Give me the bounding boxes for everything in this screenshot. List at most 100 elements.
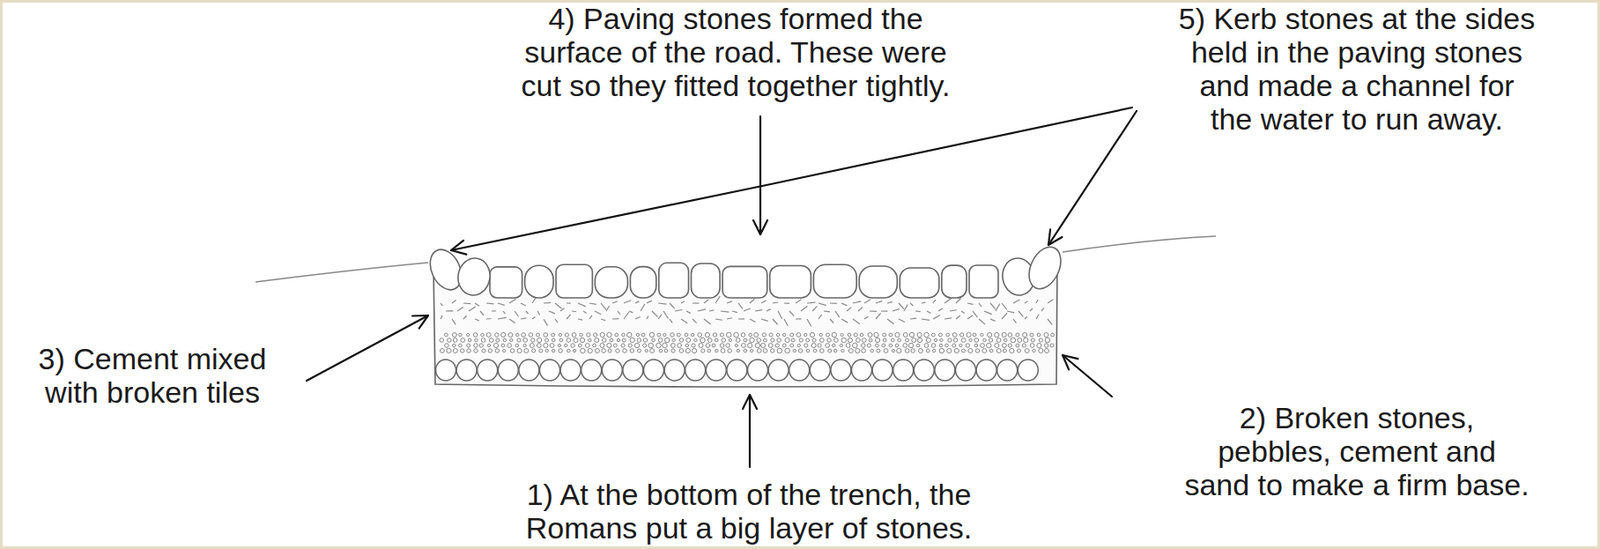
tile-fragment [990, 318, 996, 321]
pebble [440, 348, 445, 354]
tile-fragment [583, 311, 587, 313]
pebble [804, 343, 808, 348]
pebble [748, 333, 753, 337]
pebble [852, 342, 859, 349]
pebble [741, 343, 747, 349]
foundation-stone [601, 359, 623, 381]
tile-fragment [766, 309, 771, 312]
pebble [537, 337, 542, 342]
tile-fragment [537, 311, 541, 315]
tile-fragment [525, 311, 529, 314]
tile-fragment [566, 302, 571, 304]
tile-fragment [761, 318, 769, 321]
callout-text: 3) Cement mixed with broken tiles [7, 341, 298, 409]
pebble [466, 343, 471, 348]
pebble [643, 338, 647, 342]
pebble [447, 338, 452, 343]
pebble [782, 343, 786, 348]
pebble [571, 333, 577, 338]
foundation-stone [913, 359, 934, 381]
tile-fragment [995, 303, 1000, 312]
tile-fragment [681, 301, 685, 304]
pebble [628, 343, 632, 348]
pebble [1037, 342, 1042, 348]
pebble [529, 343, 534, 349]
pebble [959, 343, 963, 347]
kerb-stone [1022, 242, 1067, 295]
tile-fragment [967, 303, 974, 304]
pebble [1017, 338, 1023, 343]
pebble [1044, 348, 1050, 354]
tile-fragment [612, 318, 619, 320]
tile-fragment [892, 308, 900, 312]
pebble [585, 343, 590, 349]
callout-text: 4) Paving stones formed the surface of t… [418, 1, 1053, 103]
pebble [601, 338, 607, 343]
pebble [740, 333, 746, 338]
callout-text: 2) Broken stones, pebbles, cement and sa… [1136, 400, 1578, 502]
pebble [671, 348, 675, 353]
kerb-stone [455, 255, 494, 298]
pebble [839, 343, 843, 347]
tile-fragment [686, 311, 691, 314]
pebble [986, 342, 992, 348]
foundation-stone [955, 359, 977, 381]
paving-stone [722, 266, 768, 298]
pebble [974, 343, 978, 348]
pebble-layer [439, 332, 1055, 354]
pebble [725, 343, 731, 349]
tile-fragment [761, 300, 767, 304]
pebble [1022, 343, 1026, 348]
pebble [1001, 332, 1007, 337]
pebble [686, 338, 691, 343]
pebble [627, 332, 632, 337]
tile-fragment [692, 318, 697, 324]
pebble [707, 338, 712, 343]
pebble [488, 348, 492, 353]
tile-fragment [858, 307, 863, 312]
tile-fragment [697, 309, 706, 312]
pebble [968, 348, 973, 353]
pebble [1044, 332, 1049, 337]
foundation-stone [477, 359, 498, 381]
pebble [1016, 348, 1021, 353]
pebble [684, 333, 689, 337]
leader-line [1062, 355, 1112, 397]
tile-fragment [577, 303, 586, 307]
foundation-stone [664, 359, 685, 381]
ground-line [1062, 236, 1216, 252]
pebble [634, 342, 639, 348]
foundation-stone [789, 359, 810, 381]
tile-fragment [864, 316, 868, 319]
pebble [874, 332, 879, 337]
tile-fragment [812, 305, 817, 312]
pebble [966, 332, 971, 337]
foundation-stone [518, 359, 540, 381]
pebble [545, 348, 549, 352]
pebble [452, 338, 458, 343]
tile-fragment [795, 299, 801, 304]
foundation-stone [540, 359, 561, 381]
tile-fragment [474, 303, 480, 306]
pebble [622, 333, 626, 337]
pebble [466, 333, 470, 336]
pebble [531, 338, 535, 342]
foundation-stone [934, 359, 956, 381]
pebble [909, 332, 914, 337]
tile-fragment [658, 314, 662, 319]
pebble [656, 342, 661, 348]
pebble [813, 348, 817, 353]
pebble [1037, 333, 1041, 337]
foundation-stone [581, 359, 602, 381]
tile-fragment [1024, 316, 1028, 319]
tile-fragment [933, 315, 941, 319]
tile-fragment [864, 299, 871, 304]
pebble [1009, 348, 1015, 353]
pebble [1007, 333, 1013, 338]
tile-fragment [749, 298, 755, 304]
pebble [662, 342, 668, 349]
pebble [790, 333, 794, 337]
tile-fragment [789, 311, 794, 317]
paving-stone [629, 266, 656, 298]
pebble [607, 342, 612, 348]
